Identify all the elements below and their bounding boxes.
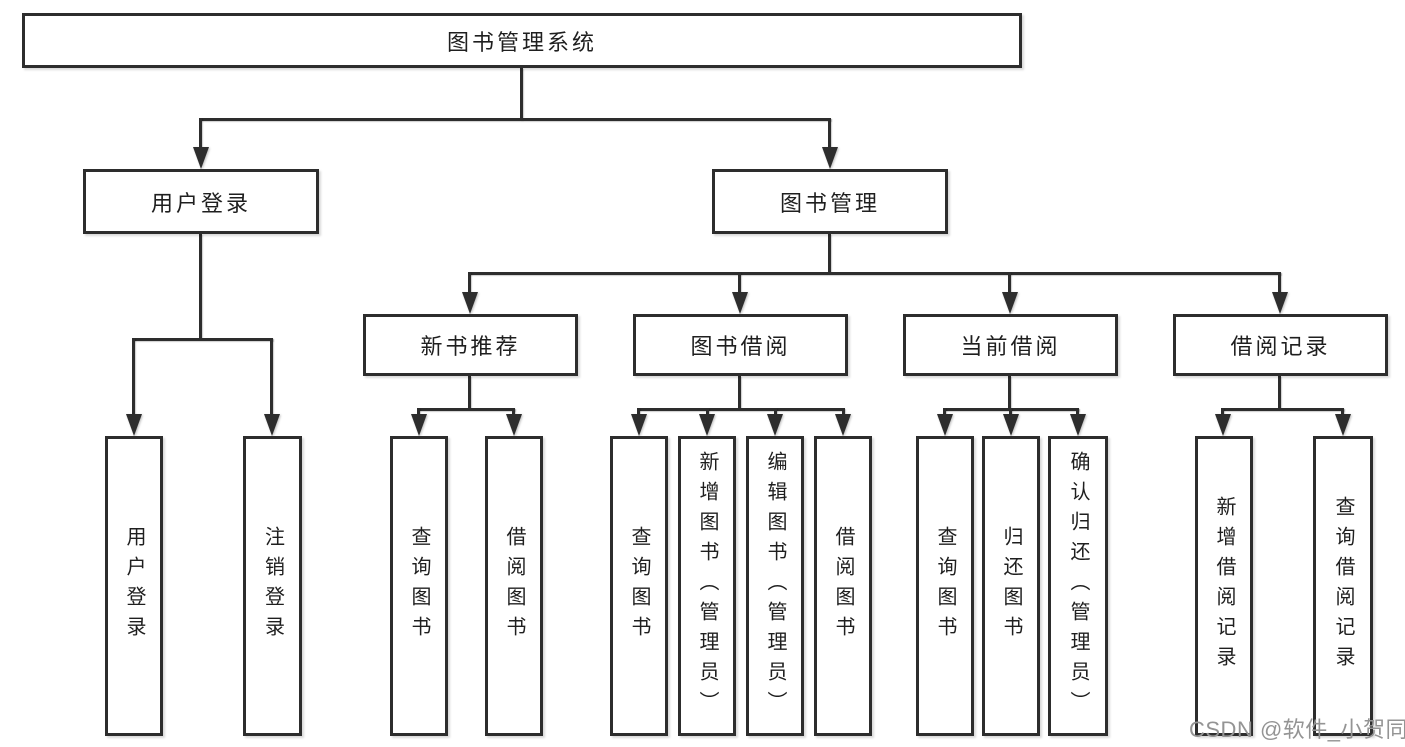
connector-stem <box>738 376 741 408</box>
connector-to-user-login <box>199 118 202 150</box>
connector-to-leaf <box>943 408 946 418</box>
node-root-library-system: 图书管理系统 <box>22 13 1022 68</box>
arrow-down-icon <box>822 147 838 169</box>
leaf-add-books-admin: 新增图书（管理员） <box>678 436 736 736</box>
arrow-down-icon <box>937 414 953 436</box>
connector-to-leaf <box>1341 408 1344 418</box>
leaf-user-login: 用户登录 <box>105 436 163 736</box>
connector-to-book-borrow <box>738 272 741 294</box>
connector-to-leaf <box>1076 408 1079 418</box>
connector-to-leaf <box>1221 408 1224 418</box>
leaf-logout: 注销登录 <box>243 436 302 736</box>
connector-to-leaf <box>1009 408 1012 418</box>
leaf-borrow-books: 借阅图书 <box>485 436 543 736</box>
leaf-query-books: 查询图书 <box>916 436 974 736</box>
connector-to-leaf <box>774 408 777 418</box>
node-book-management: 图书管理 <box>712 169 948 234</box>
connector-level3-rail <box>468 272 1281 275</box>
arrow-down-icon <box>631 414 647 436</box>
arrow-down-icon <box>1335 414 1351 436</box>
node-new-book-recommend: 新书推荐 <box>363 314 578 376</box>
arrow-down-icon <box>835 414 851 436</box>
csdn-watermark: CSDN @软件_小贺同学 <box>1189 717 1405 742</box>
connector-stem <box>1008 376 1011 408</box>
leaf-return-books: 归还图书 <box>982 436 1040 736</box>
connector-level2-rail <box>199 118 831 121</box>
leaf-query-books: 查询图书 <box>390 436 448 736</box>
connector-to-borrow-records <box>1278 272 1281 294</box>
connector-rail <box>417 408 515 411</box>
node-borrowing-records: 借阅记录 <box>1173 314 1388 376</box>
connector-to-current-borrow <box>1008 272 1011 294</box>
arrow-down-icon <box>264 414 280 436</box>
leaf-query-borrow-record: 查询借阅记录 <box>1313 436 1373 736</box>
connector-to-leaf <box>706 408 709 418</box>
connector-book-management-stem <box>828 234 831 272</box>
node-user-login: 用户登录 <box>83 169 319 234</box>
arrow-down-icon <box>462 292 478 314</box>
arrow-down-icon <box>1003 414 1019 436</box>
arrow-down-icon <box>126 414 142 436</box>
connector-root-stem <box>520 68 523 120</box>
connector-stem <box>1278 376 1281 408</box>
arrow-down-icon <box>506 414 522 436</box>
leaf-confirm-return-admin: 确认归还（管理员） <box>1048 436 1108 736</box>
leaf-add-borrow-record: 新增借阅记录 <box>1195 436 1253 736</box>
connector-to-leaf <box>842 408 845 418</box>
node-book-borrowing: 图书借阅 <box>633 314 848 376</box>
connector-to-leaf <box>132 338 135 416</box>
connector-to-new-book <box>468 272 471 294</box>
node-current-borrowing: 当前借阅 <box>903 314 1118 376</box>
arrow-down-icon <box>767 414 783 436</box>
connector-rail <box>637 408 844 411</box>
arrow-down-icon <box>1002 292 1018 314</box>
connector-rail <box>1221 408 1344 411</box>
arrow-down-icon <box>411 414 427 436</box>
connector-to-book-management <box>828 118 831 150</box>
connector-stem <box>468 376 471 408</box>
leaf-query-books: 查询图书 <box>610 436 668 736</box>
connector-to-leaf <box>637 408 640 418</box>
connector-to-leaf <box>512 408 515 418</box>
connector-user-login-stem <box>199 234 202 338</box>
leaf-borrow-books: 借阅图书 <box>814 436 872 736</box>
connector-to-leaf <box>270 338 273 416</box>
leaf-edit-books-admin: 编辑图书（管理员） <box>746 436 804 736</box>
connector-user-login-rail <box>132 338 273 341</box>
arrow-down-icon <box>1215 414 1231 436</box>
connector-to-leaf <box>417 408 420 418</box>
arrow-down-icon <box>732 292 748 314</box>
arrow-down-icon <box>1070 414 1086 436</box>
arrow-down-icon <box>193 147 209 169</box>
arrow-down-icon <box>1272 292 1288 314</box>
arrow-down-icon <box>699 414 715 436</box>
